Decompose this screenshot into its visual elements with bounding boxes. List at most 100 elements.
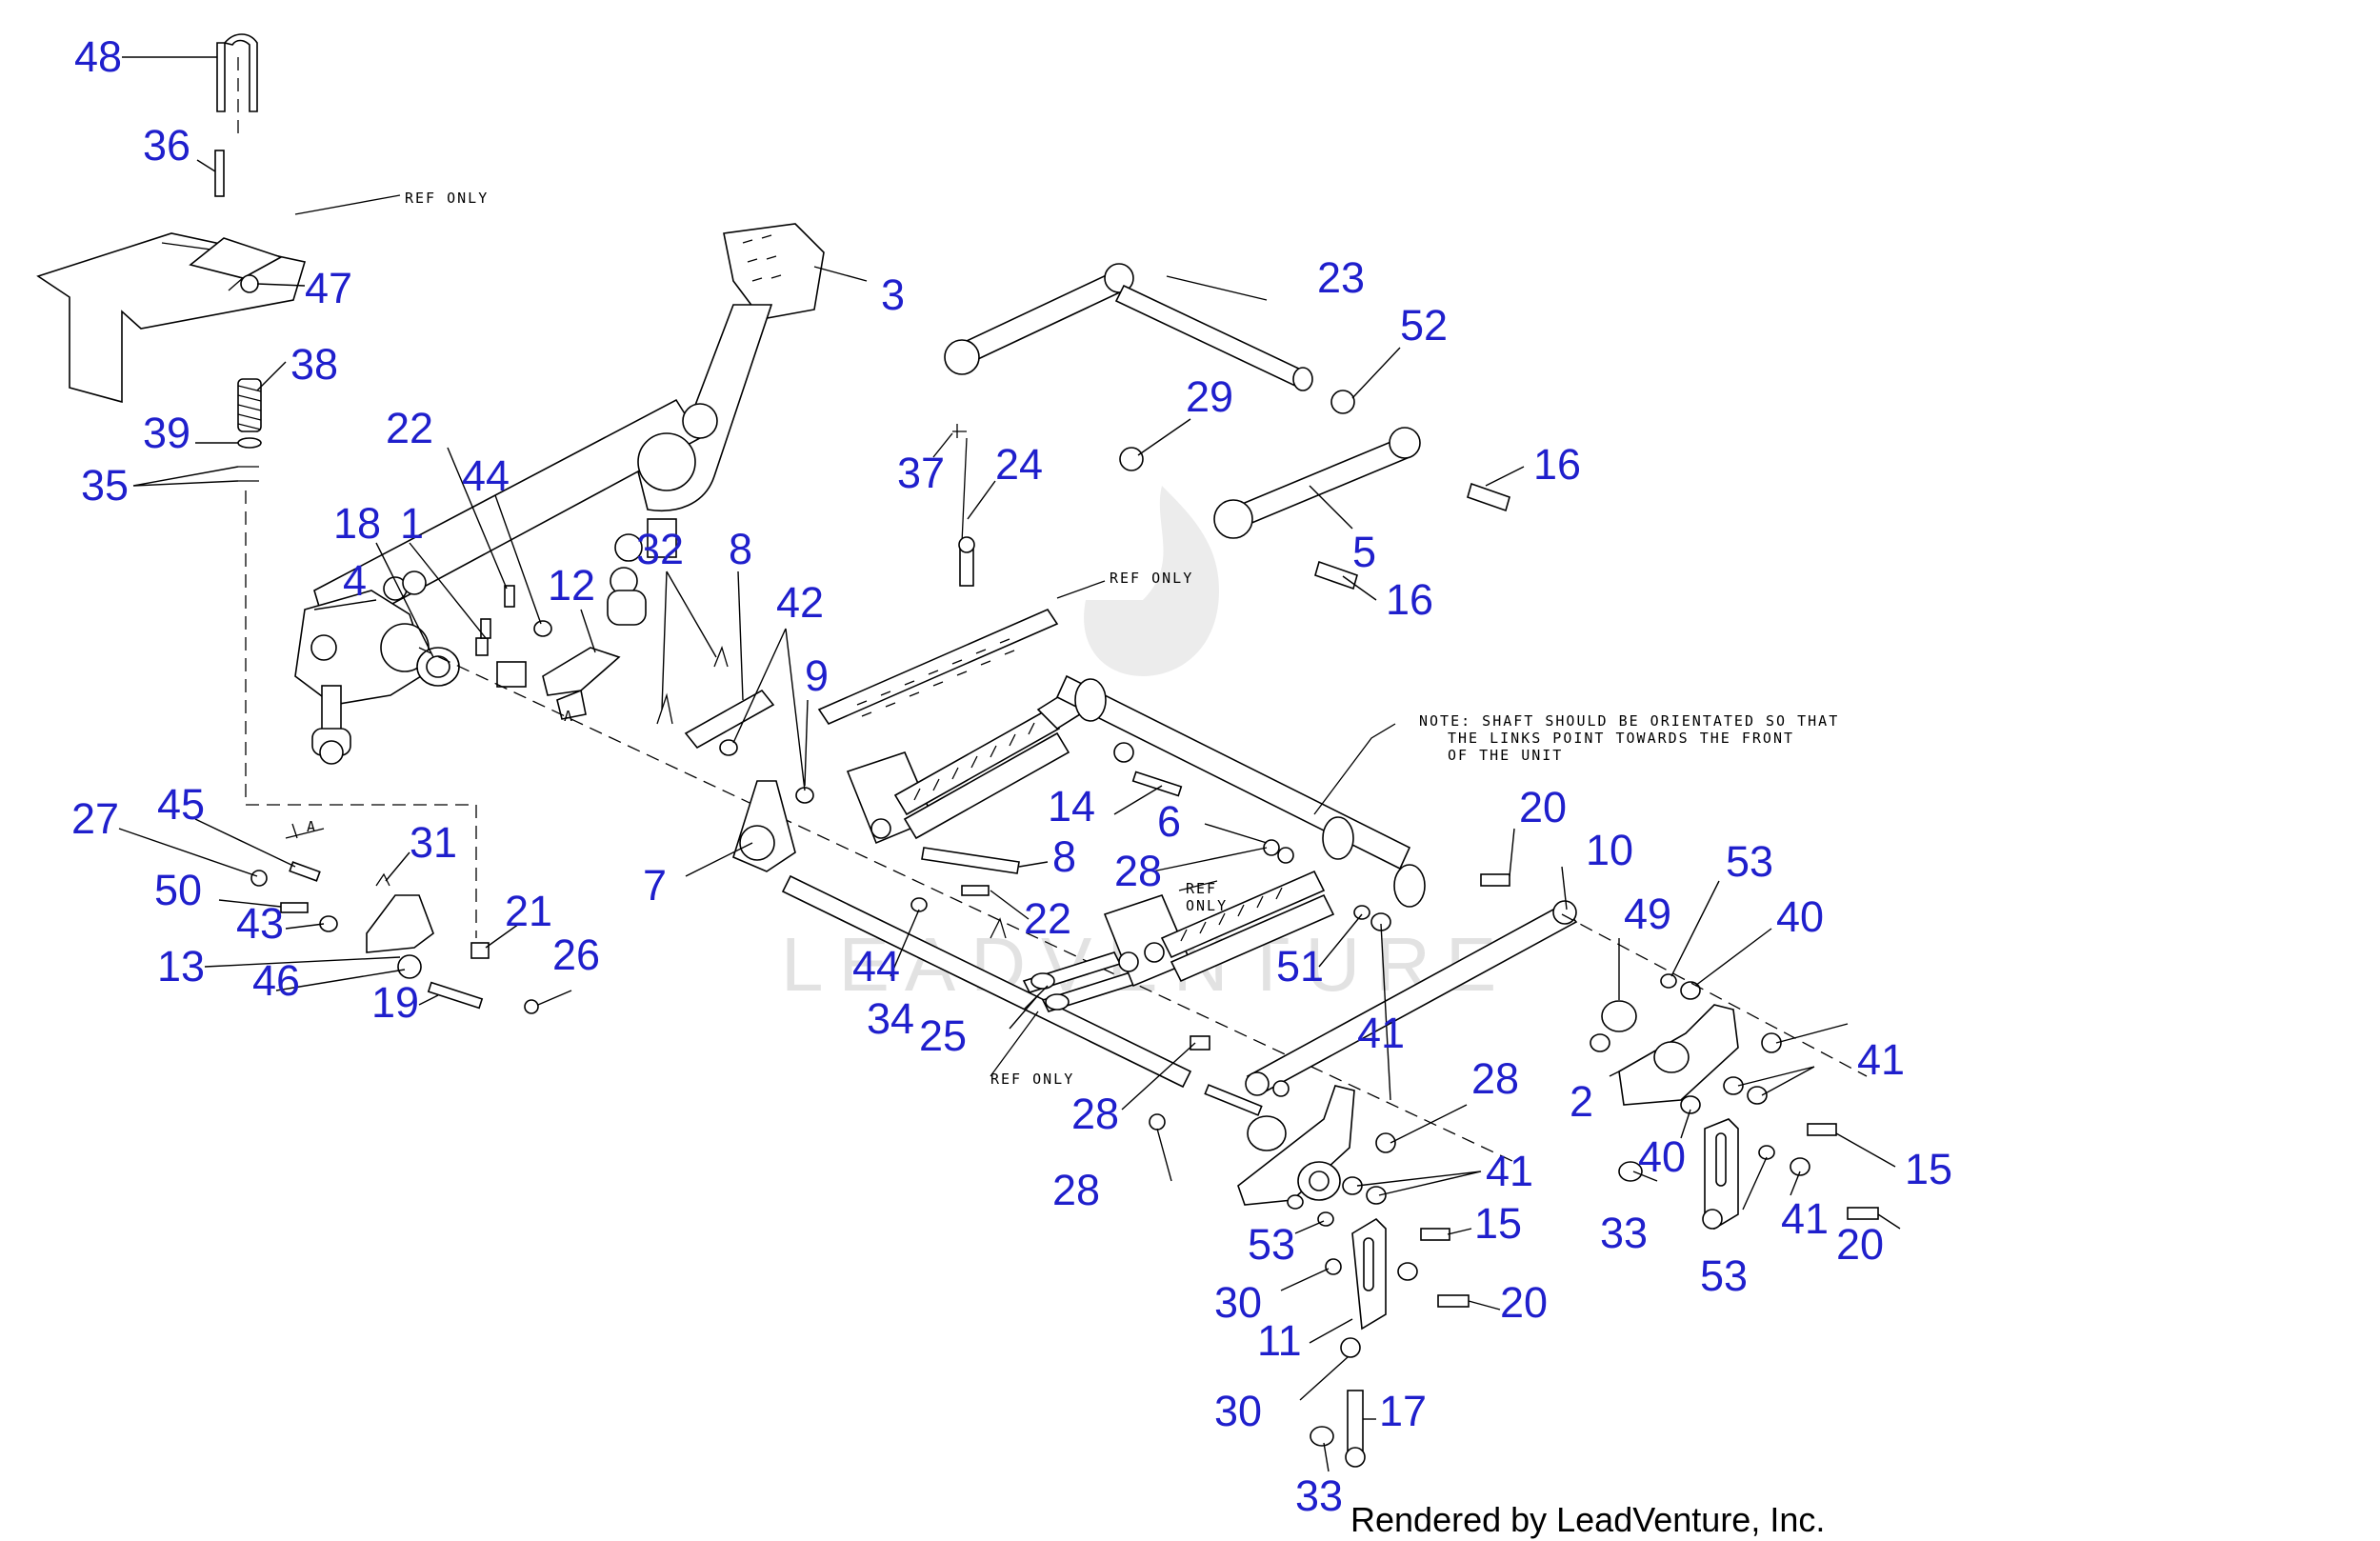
part-39-washer-icon (237, 437, 262, 449)
part-8-link-upper-icon (684, 689, 775, 750)
part-1-bolt-icon (475, 637, 489, 656)
part-16a-bolt-icon (1467, 482, 1510, 512)
part-53b-washer-icon (1317, 1211, 1334, 1227)
shaft-note-line1: NOTE: SHAFT SHOULD BE ORIENTATED SO THAT (1419, 712, 1839, 730)
callout-10: 10 (1586, 826, 1633, 874)
callout-22: 22 (1024, 894, 1071, 943)
callout-3: 3 (881, 270, 905, 319)
part-22b-bolt-icon (961, 885, 990, 896)
callout-43: 43 (236, 899, 284, 948)
part-8-link-lower-icon (921, 847, 1020, 874)
callout-40: 40 (1776, 892, 1824, 941)
right-lever-group (1149, 873, 1701, 1131)
part-52-washer-icon (1330, 390, 1355, 414)
part-48-hook-icon (216, 33, 258, 112)
callout-20: 20 (1500, 1278, 1548, 1327)
callout-35: 35 (81, 461, 129, 510)
part-6-shaft-icon (1055, 674, 1411, 871)
part-14-bolt-icon (1131, 770, 1183, 797)
part-12-plate-icon (542, 647, 621, 696)
callout-44: 44 (462, 451, 510, 500)
part-20d-bolt-icon (1437, 1294, 1470, 1308)
part-26-nut-icon (524, 999, 539, 1014)
part-53c-washer-icon (1758, 1145, 1775, 1160)
flame-icon (1084, 486, 1219, 676)
right-bracket-group (1561, 913, 1879, 1231)
lower-bracket-group (1237, 1085, 1470, 1468)
part-37-clip-icon (952, 424, 967, 438)
callout-21: 21 (505, 887, 552, 935)
part-40a-washer-icon (1680, 981, 1701, 1000)
part-24-lanyard-icon (961, 437, 968, 544)
part-28c-nut-icon (1149, 1113, 1166, 1131)
part-16b-bolt-icon (1314, 560, 1358, 590)
callout-47: 47 (305, 264, 352, 312)
part-20b-bolt-icon (1190, 1035, 1210, 1051)
callout-25: 25 (919, 1011, 967, 1060)
callout-51: 51 (1276, 942, 1324, 991)
part-32-clip-right-icon (713, 646, 729, 668)
callout-41: 41 (1857, 1035, 1905, 1084)
part-36-pin-icon (214, 150, 225, 197)
part-29-washer-icon (1119, 447, 1144, 471)
part-31-clip-icon (375, 872, 390, 887)
callout-28: 28 (1071, 1090, 1119, 1138)
callout-labels: 48 36 47 38 39 35 22 44 18 1 4 12 32 8 4… (71, 32, 1952, 1520)
part-5-link-icon (1227, 436, 1411, 530)
part-53a-washer-icon (1660, 973, 1677, 989)
callout-28: 28 (1052, 1166, 1100, 1214)
callout-11: 11 (1257, 1316, 1302, 1365)
callout-34: 34 (867, 994, 914, 1043)
part-33b-clip-icon (1310, 1426, 1334, 1447)
callout-17: 17 (1379, 1387, 1427, 1435)
part-ref-spring-upper-a-icon (893, 708, 1061, 816)
part-28d-nut-icon (1375, 1132, 1396, 1153)
callout-14: 14 (1048, 782, 1095, 831)
callout-13: 13 (157, 942, 205, 991)
callout-48: 48 (74, 32, 122, 81)
callout-4: 4 (343, 556, 367, 605)
part-13-bellcrank-icon (366, 894, 434, 953)
callout-5: 5 (1352, 528, 1376, 576)
callout-6: 6 (1157, 797, 1181, 846)
callout-53: 53 (1700, 1251, 1748, 1300)
callout-16: 16 (1533, 440, 1581, 489)
callout-41: 41 (1357, 1009, 1405, 1057)
svg-text:A: A (307, 818, 317, 835)
part-22-bolt-icon (504, 585, 515, 608)
part-15b-bolt-icon (1807, 1123, 1837, 1136)
callout-15: 15 (1474, 1199, 1522, 1248)
callout-39: 39 (143, 409, 190, 457)
part-41d-washer-icon (1790, 1157, 1810, 1176)
callout-36: 36 (143, 121, 190, 170)
part-ref-spring-lower-a-icon (1160, 870, 1326, 959)
callout-42: 42 (776, 578, 824, 627)
ref-only-label: REF ONLY (990, 1071, 1074, 1088)
part-51-washer-icon (1353, 905, 1370, 920)
part-rod-lower-icon (1204, 1084, 1263, 1116)
ref-only-label: REF ONLY (405, 190, 489, 207)
lift-arm-group (294, 223, 825, 765)
part-40b-washer-icon (1680, 1095, 1701, 1114)
leader-lines (118, 56, 1901, 1472)
svg-text:ONLY: ONLY (1186, 897, 1228, 914)
callout-28: 28 (1114, 847, 1162, 895)
svg-text:A: A (564, 708, 574, 725)
callout-8: 8 (729, 525, 752, 573)
part-50-pin-icon (280, 902, 309, 913)
part-35-clip-icon (238, 466, 259, 482)
part-20a-bolt-icon (1480, 873, 1510, 887)
callout-53: 53 (1726, 837, 1773, 886)
callout-40: 40 (1638, 1132, 1686, 1181)
part-33a-clip-icon (1618, 1161, 1643, 1182)
callout-41: 41 (1486, 1147, 1533, 1195)
part-ref-spring-upper-b-icon (903, 731, 1070, 840)
part-3-pedal-plate-icon (723, 223, 825, 320)
callout-53: 53 (1248, 1220, 1295, 1269)
callout-22: 22 (386, 404, 433, 452)
callout-30: 30 (1214, 1387, 1262, 1435)
callout-29: 29 (1186, 372, 1233, 421)
callout-8: 8 (1052, 832, 1076, 881)
callout-19: 19 (371, 978, 419, 1027)
